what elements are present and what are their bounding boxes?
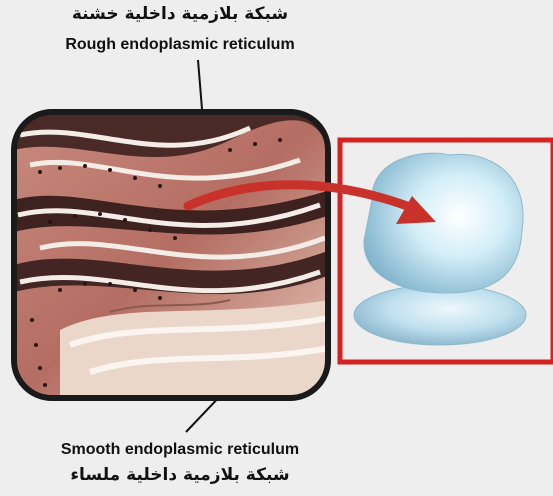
smooth-er-label-arabic: شبكة بلازمية داخلية ملساء <box>0 465 360 485</box>
ribosome-illustration <box>354 153 526 345</box>
rough-er-label-arabic: شبكة بلازمية داخلية خشنة <box>0 4 360 24</box>
ribosome-large-subunit <box>364 153 523 293</box>
er-micrograph-panel <box>14 112 330 398</box>
smooth-er-label-english: Smooth endoplasmic reticulum <box>0 441 360 459</box>
ribosome-small-subunit <box>354 285 526 345</box>
rough-er-label-english: Rough endoplasmic reticulum <box>0 36 360 54</box>
